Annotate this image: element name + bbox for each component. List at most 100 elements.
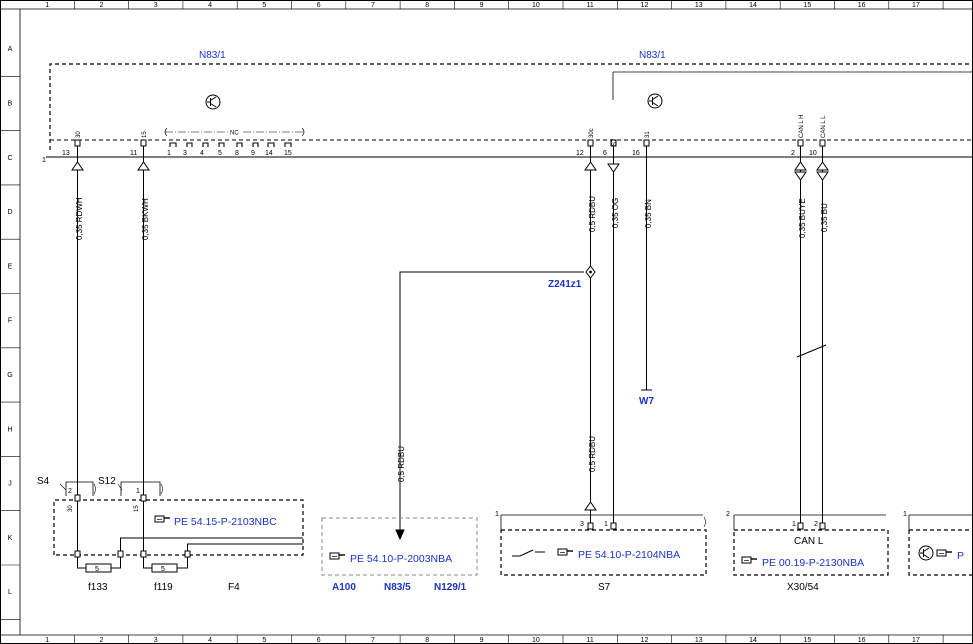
- module-label-left[interactable]: N83/1: [199, 50, 226, 61]
- column-number: 13: [695, 2, 703, 9]
- column-number: 2: [99, 637, 103, 644]
- column-number: 11: [587, 637, 594, 644]
- column-number: 1: [45, 2, 49, 9]
- module-n83-1-boundary: [46, 63, 973, 158]
- fuse-box-f4: [53, 481, 304, 573]
- module-label-right[interactable]: N83/1: [639, 50, 666, 61]
- pin-number: 2: [791, 150, 795, 157]
- target-link[interactable]: N83/5: [384, 582, 411, 593]
- s7-number: 1: [495, 511, 499, 518]
- column-number: 15: [803, 637, 811, 644]
- fuse-box-reference[interactable]: PE 54.15-P-2103NBC: [174, 516, 277, 528]
- column-number: 10: [532, 637, 540, 644]
- fuse-box-name: F4: [228, 582, 240, 593]
- ground-label[interactable]: W7: [639, 396, 654, 407]
- splice-point: [585, 265, 596, 279]
- nc-pin-list: 1 3 4 5 8 9 14 15: [167, 150, 292, 157]
- wire-label: 0,35 RDWH: [75, 197, 84, 240]
- wire-label: 0,35 BKWH: [141, 198, 150, 240]
- target-link[interactable]: A100: [332, 582, 356, 593]
- nc-pin: 5: [218, 150, 222, 157]
- pin-function: S7: [612, 138, 618, 146]
- transistor-symbol-icon: [205, 94, 221, 110]
- target-link[interactable]: N129/1: [434, 582, 467, 593]
- column-number: 4: [208, 2, 212, 9]
- column-number: 17: [912, 637, 920, 644]
- pin-number: 6: [603, 150, 607, 157]
- fuse-terminal-number: 2: [68, 488, 72, 495]
- column-number: 6: [317, 637, 321, 644]
- pin-function: 15: [142, 131, 148, 138]
- pointing-hand-icon: [741, 556, 757, 564]
- wire-label: 0,35 BN: [644, 199, 653, 228]
- x30-54-number: 2: [726, 511, 730, 518]
- column-number: 7: [371, 2, 375, 9]
- column-number: 5: [262, 637, 266, 644]
- nc-pin: 4: [200, 150, 204, 157]
- pointing-hand-icon: [936, 549, 952, 557]
- wire-label: 0,35 BU: [820, 203, 829, 232]
- column-number: 6: [317, 2, 321, 9]
- component-s7: [500, 514, 707, 576]
- fuse-terminal-number: 1: [136, 488, 140, 495]
- row-letter: G: [7, 372, 12, 379]
- column-number: 13: [695, 637, 703, 644]
- column-number: 8: [425, 637, 429, 644]
- column-number: 15: [803, 2, 811, 9]
- column-number: 3: [154, 2, 158, 9]
- cutoff-reference[interactable]: P: [957, 550, 964, 562]
- pin-function: 30c: [589, 128, 595, 138]
- fuse-terminal-function: 15: [134, 505, 140, 512]
- pin-function: 31: [645, 131, 651, 138]
- component-cutoff-right: [908, 514, 973, 576]
- column-number: 5: [262, 2, 266, 9]
- s7-name: S7: [598, 582, 611, 593]
- column-number: 14: [749, 2, 757, 9]
- column-number: 3: [154, 637, 158, 644]
- column-number: 17: [912, 2, 920, 9]
- x30-54-terminal: 1: [792, 521, 796, 528]
- nc-pin: 14: [265, 150, 273, 157]
- column-number: 11: [587, 2, 594, 9]
- pin-function: 30: [76, 131, 82, 138]
- nc-pin: 3: [183, 150, 187, 157]
- column-number: 8: [425, 2, 429, 9]
- connector-number: 1: [42, 157, 46, 164]
- column-number: 16: [858, 2, 866, 9]
- nc-pin: 1: [167, 150, 171, 157]
- wire-label: 0,35 OG: [611, 198, 620, 228]
- pin-number: 12: [576, 150, 584, 157]
- pointing-hand-icon: [154, 515, 170, 523]
- switch-symbol-icon: [512, 549, 545, 557]
- wire-label: 0,5 RDBU: [588, 196, 597, 232]
- x30-54-terminal: 2: [814, 521, 818, 528]
- splice-label[interactable]: Z241z1: [548, 279, 582, 290]
- pin-number: 13: [62, 150, 70, 157]
- pin-terminals: [74, 139, 826, 147]
- wire-label: 0,35 BUYE: [798, 198, 807, 238]
- row-letter: D: [7, 209, 12, 216]
- s7-terminal: 1: [604, 521, 608, 528]
- nc-bracket: NC: [164, 127, 305, 147]
- row-letter: A: [8, 46, 13, 53]
- column-number: 9: [480, 637, 484, 644]
- pin-number: 11: [130, 150, 137, 157]
- s7-terminal: 3: [580, 521, 584, 528]
- wires: [77, 146, 827, 556]
- fuse-box-s-label: S4: [37, 476, 50, 487]
- pin-function: CAN L L: [821, 115, 827, 138]
- column-number: 12: [641, 2, 649, 9]
- column-number: 2: [99, 2, 103, 9]
- row-letter: C: [7, 155, 12, 162]
- x30-54-reference[interactable]: PE 00.19-P-2130NBA: [762, 557, 864, 569]
- fuse-name: f133: [88, 582, 108, 593]
- pointing-hand-icon: [557, 548, 573, 556]
- column-number: 9: [480, 2, 484, 9]
- s7-reference[interactable]: PE 54.10-P-2104NBA: [578, 549, 680, 561]
- transistor-symbol-icon: [647, 93, 663, 109]
- column-number: 4: [208, 637, 212, 644]
- target-reference[interactable]: PE 54.10-P-2003NBA: [350, 553, 452, 565]
- pin-number: 10: [809, 150, 817, 157]
- wire-direction-arrows: [71, 161, 829, 541]
